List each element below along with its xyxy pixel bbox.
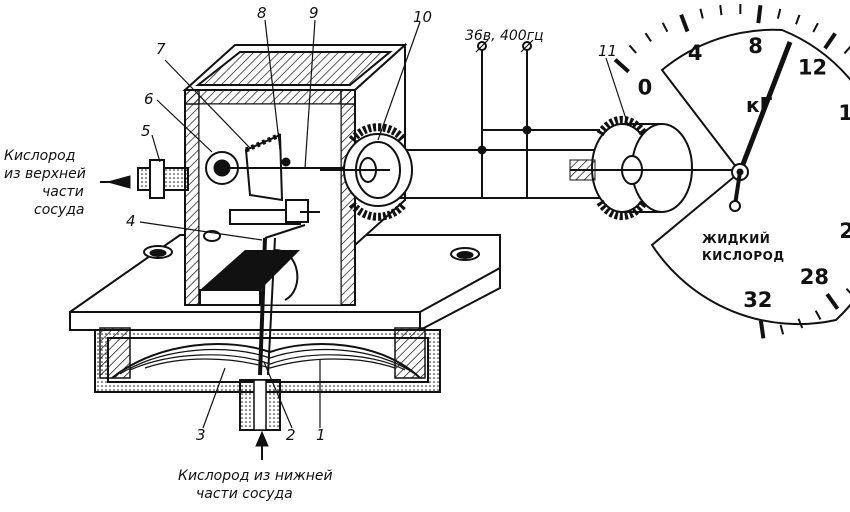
gauge-number: 28 <box>800 265 829 289</box>
label-9: 9 <box>309 4 319 22</box>
gauge-number: 4 <box>688 41 703 65</box>
gauge-minor-tick <box>813 23 818 32</box>
gauge-number: 0 <box>638 75 653 99</box>
gauge-unit: кГ <box>746 93 773 117</box>
gauge-minor-tick <box>781 325 784 335</box>
gauge-major-tick <box>761 321 764 339</box>
inlet-bottom-line1: Кислород из нижней <box>178 468 333 484</box>
inlet-top-line3: части <box>42 184 84 200</box>
inlet-top-line2: из верхней <box>4 166 86 182</box>
inlet-top-line4: сосуда <box>34 202 85 218</box>
gauge-major-tick <box>758 5 760 23</box>
label-5: 5 <box>141 122 151 140</box>
label-2: 2 <box>286 426 296 444</box>
gauge-number: 8 <box>748 34 763 58</box>
gauge-minor-tick <box>630 45 637 53</box>
gauge-number: 24 <box>839 219 850 243</box>
label-1: 1 <box>316 426 326 444</box>
label-3: 3 <box>196 426 206 444</box>
label-4: 4 <box>126 212 136 230</box>
inlet-fitting <box>100 160 188 198</box>
inlet-bottom-line2: части сосуда <box>196 486 293 502</box>
gauge-number: 32 <box>743 288 772 312</box>
gauge-minor-tick <box>720 5 721 15</box>
label-7: 7 <box>156 40 166 58</box>
label-10: 10 <box>413 8 432 26</box>
gauge-major-tick <box>825 34 835 49</box>
gauge-major-tick <box>681 15 687 32</box>
gauge-number: 12 <box>798 56 827 80</box>
label-11: 11 <box>598 42 617 60</box>
gauge-major-tick <box>615 60 628 72</box>
gauge-number: 16 <box>838 101 850 125</box>
power-label: 36в, 400гц <box>465 28 544 44</box>
gauge-minor-tick <box>796 15 800 24</box>
gauge-minor-tick <box>700 9 702 19</box>
transmission <box>320 120 740 217</box>
diaphragm-housing <box>95 328 440 430</box>
gauge-caption-line1: ЖИДКИЙ <box>702 231 770 246</box>
gauge-minor-tick <box>645 33 651 41</box>
gauge-minor-tick <box>778 9 780 19</box>
gauge-minor-tick <box>844 46 850 54</box>
gauge-caption-line2: КИСЛОРОД <box>702 249 785 263</box>
bottom-inlet-arrow <box>256 432 268 460</box>
inlet-top-line1: Кислород <box>4 148 75 164</box>
gauge-minor-tick <box>663 23 668 32</box>
label-8: 8 <box>257 4 267 22</box>
label-6: 6 <box>144 90 154 108</box>
